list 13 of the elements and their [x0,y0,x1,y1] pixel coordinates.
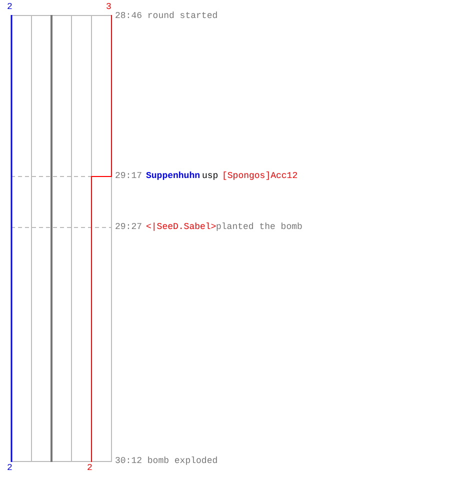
player-name: <|SeeD.Sabel> [146,222,216,232]
event-time: 29:27 [115,222,142,232]
player-name: [Spongos]Acc12 [222,171,298,181]
event-text: 28:46 round started [115,11,218,21]
player-count: 2 [7,2,12,12]
event-text: planted the bomb [216,222,302,232]
player-count: 2 [7,463,12,473]
event-time: 29:17 [115,171,142,181]
weapon-name: usp [202,171,218,181]
player-count: 2 [87,463,92,473]
player-name: Suppenhuhn [146,171,200,181]
player-count: 3 [106,2,112,12]
event-text: 30:12 bomb exploded [115,456,218,466]
